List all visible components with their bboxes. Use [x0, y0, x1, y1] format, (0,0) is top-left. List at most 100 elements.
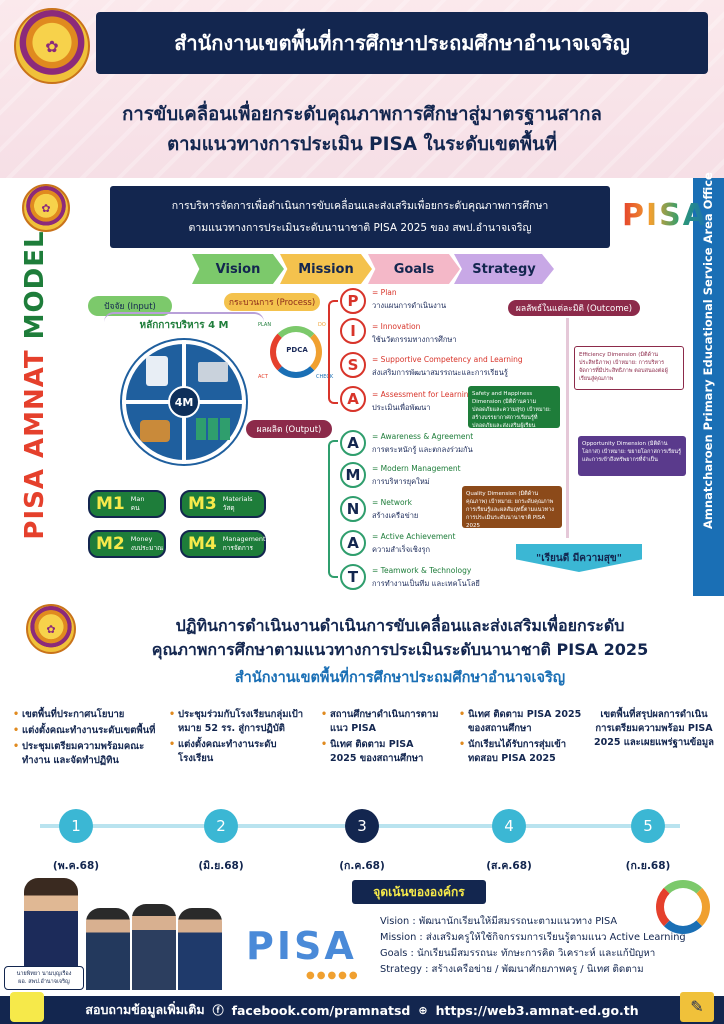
focus-title: จุดเน้นขององค์กร [352, 880, 486, 904]
pdca-center: PDCA [286, 346, 308, 354]
pisa-title-s: = Supportive Competency and Learning [372, 355, 523, 364]
list-item: สถานศึกษาดำเนินการตามแนว PISA [321, 708, 440, 736]
book-icon: ✎ [680, 992, 714, 1022]
outcome-efficiency: Efficiency Dimension (มิติด้านประสิทธิภา… [574, 346, 684, 390]
pdca-cycle-icon [270, 326, 322, 378]
chevron-strategy: Strategy [454, 254, 554, 284]
pisa-logo: PISA [622, 198, 708, 233]
principle-label: หลักการบริหาร 4 M [104, 312, 264, 332]
focus-mission: Mission : ส่งเสริมครูให้ใช้กิจกรรมการเรี… [380, 932, 686, 943]
outcome-safety: Safety and Happiness Dimension (มิติด้าน… [468, 386, 560, 428]
office-title: สำนักงานเขตพื้นที่การศึกษาประถมศึกษาอำนา… [96, 12, 708, 74]
outcome-label: ผลลัพธ์ในแต่ละมิติ (Outcome) [508, 300, 640, 316]
amnat-title-a1: = Awareness & Agreement [372, 432, 474, 441]
model-banner: การบริหารจัดการเพื่อดำเนินการขับเคลื่อนแ… [110, 186, 610, 248]
pisa-desc-i: ใช้นวัตกรรมทางการศึกษา [372, 335, 457, 344]
page-subtitle: การขับเคลื่อนเพื่อยกระดับคุณภาพการศึกษาส… [0, 100, 724, 160]
amnat-desc-m: การบริหารยุคใหม่ [372, 477, 430, 486]
list-item: ประชุมเตรียมความพร้อมคณะทำงาน และจัดทำปฏ… [13, 740, 162, 768]
amnat-desc-a1: การตระหนักรู้ และตกลงร่วมกัน [372, 445, 473, 454]
pisa-bracket [328, 300, 338, 404]
facebook-link[interactable]: facebook.com/pramnatsd [231, 1002, 411, 1018]
money-icon [140, 420, 170, 442]
calendar-column-4: นิเทศ ติดตาม PISA 2025 ของสถานศึกษา นักเ… [458, 708, 588, 768]
list-item: ประชุมร่วมกับโรงเรียนกลุ่มเป้าหมาย 52 รร… [169, 708, 304, 736]
calendar-logo-icon: ✿ [26, 604, 76, 654]
pisa-title-i: = Innovation [372, 322, 421, 331]
strategy-cycle-icon [656, 880, 710, 934]
amnat-desc-t: การทำงานเป็นทีม และเทคโนโลยี [372, 579, 480, 588]
chevron-mission: Mission [280, 254, 372, 284]
pisa-letter-p: P [340, 288, 366, 314]
amnat-letter-t: T [340, 564, 366, 590]
pisa-desc-p: วางแผนการดำเนินงาน [372, 301, 447, 310]
amnat-title-a2: = Active Achievement [372, 532, 456, 541]
pdca-plan: PLAN [258, 322, 272, 328]
amnat-letter-a2: A [340, 530, 366, 556]
office-logo-icon: ✿ [14, 8, 90, 84]
pisa-letter-a: A [340, 386, 366, 412]
staff-photo [86, 908, 130, 990]
office-english-name: Amnatcharoen Primary Educational Service… [701, 172, 715, 529]
amnat-title-t: = Teamwork & Technology [372, 566, 472, 575]
timeline-step-3: 3 [345, 809, 379, 843]
amnat-bracket [328, 440, 338, 578]
amnat-letter-n: N [340, 496, 366, 522]
outcome-quality: Quality Dimension (มิติด้านคุณภาพ) เป้าห… [462, 486, 562, 528]
info-icon [10, 992, 44, 1022]
subtitle-line2: ตามแนวทางการประเมิน PISA ในระดับเขตพื้นท… [167, 134, 557, 155]
wheel-center: 4M [168, 386, 200, 418]
director-name: นายพิทยา นามบุญเรือง ผอ. สพป.อำนาจเจริญ [4, 966, 84, 990]
amnat-letter-a1: A [340, 430, 366, 456]
timeline-step-4: 4 [492, 809, 526, 843]
calendar-column-5: เขตพื้นที่สรุปผลการดำเนินการเตรียมความพร… [593, 709, 715, 748]
timeline-month-1: (พ.ค.68) [52, 860, 100, 872]
pdca-act: ACT [258, 374, 268, 380]
calendar-title-line2: คุณภาพการศึกษาตามแนวทางการประเมินระดับนา… [151, 640, 649, 659]
input-label: ปัจจัย (Input) [88, 296, 172, 316]
list-item: เขตพื้นที่ประกาศนโยบาย [13, 708, 162, 722]
outcome-connector [566, 318, 569, 538]
staff-photo [178, 908, 222, 990]
amnat-desc-n: สร้างเครือข่าย [372, 511, 419, 520]
website-link[interactable]: https://web3.amnat-ed.go.th [435, 1002, 639, 1018]
subtitle-line1: การขับเคลื่อนเพื่อยกระดับคุณภาพการศึกษาส… [122, 104, 602, 125]
calendar-subtitle: สำนักงานเขตพื้นที่การศึกษาประถมศึกษาอำนา… [234, 670, 566, 686]
timeline-month-4: (ส.ค.68) [486, 860, 532, 872]
chevron-vision: Vision [192, 254, 284, 284]
pisa-letter-i: I [340, 318, 366, 344]
focus-strategy: Strategy : สร้างเครือข่าย / พัฒนาศักยภาพ… [380, 964, 644, 975]
amnat-title-n: = Network [372, 498, 412, 507]
chevron-goals: Goals [368, 254, 460, 284]
calendar-title-line1: ปฏิทินการดำเนินงานดำเนินการขับเคลื่อนและ… [175, 616, 625, 635]
pdca-check: CHECK [316, 374, 334, 380]
footer-contact-label: สอบถามข้อมูลเพิ่มเติม [85, 1002, 205, 1017]
pisa-title-p: = Plan [372, 288, 397, 297]
right-side-bar [693, 178, 724, 596]
focus-goals: Goals : นักเรียนมีสมรรถนะ ทักษะการคิด วิ… [380, 948, 656, 959]
timeline-month-3: (ก.ค.68) [339, 860, 385, 872]
timeline-step-5: 5 [631, 809, 665, 843]
timeline-month-2: (มิ.ย.68) [198, 860, 244, 872]
timeline-month-5: (ก.ย.68) [625, 860, 671, 872]
amnat-desc-a2: ความสำเร็จเชิงรุก [372, 545, 431, 554]
pisa-title-a: = Assessment for Learning [372, 390, 474, 399]
output-label: ผลผลิต (Output) [246, 420, 332, 438]
pisa-desc-s: ส่งเสริมการพัฒนาสมรรถนะและการเรียนรู้ [372, 368, 508, 377]
facebook-icon: ⓕ [212, 1004, 224, 1017]
model-vertical-title: PISA AMNAT MODEL [20, 230, 50, 540]
process-label: กระบวนการ (Process) [224, 293, 320, 311]
calendar-column-2: ประชุมร่วมกับโรงเรียนกลุ่มเป้าหมาย 52 รร… [168, 708, 304, 768]
calendar-column-3: สถานศึกษาดำเนินการตามแนว PISA นิเทศ ติดต… [320, 708, 440, 768]
pisa-desc-a: ประเมินเพื่อพัฒนา [372, 403, 431, 412]
banner-line1: การบริหารจัดการเพื่อดำเนินการขับเคลื่อนแ… [171, 200, 549, 212]
pisa-dots-icon: ●●●●● [306, 970, 360, 981]
list-item: แต่งตั้งคณะทำงานระดับเขตพื้นที่ [13, 724, 162, 738]
management-chart-icon [196, 418, 230, 440]
timeline-step-1: 1 [59, 809, 93, 843]
amnat-letter-m: M [340, 462, 366, 488]
